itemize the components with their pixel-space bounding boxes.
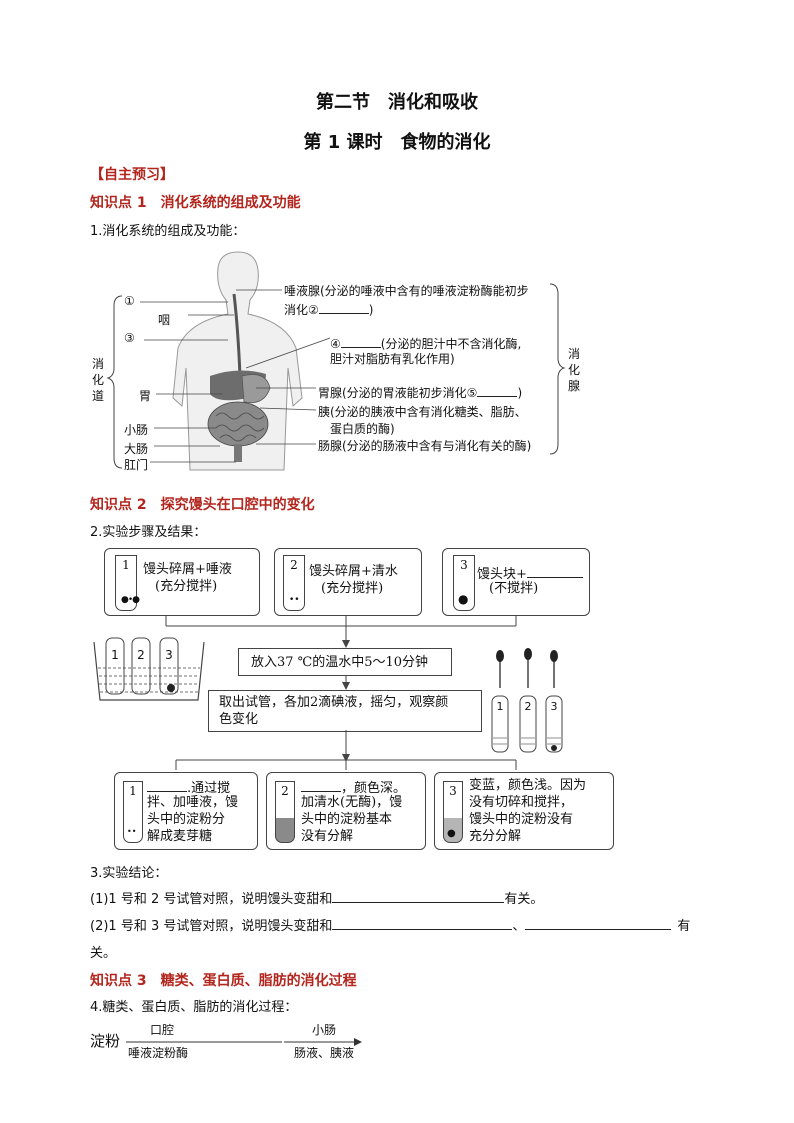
experiment-box-3: 3 ● 馒头块+ (不搅拌) — [442, 548, 590, 616]
result-tube-2: 2 — [275, 781, 295, 843]
step-water-bath: 放入37 ℃的温水中5～10分钟 — [238, 648, 452, 676]
label-salivary-line2: 消化②) — [284, 299, 373, 318]
label-digestive-tract: 消化道 — [92, 357, 105, 403]
iodine-droppers — [491, 648, 563, 753]
result-tube-1: 1 •• — [123, 781, 143, 843]
box-2-line1: 馒头碎屑+清水 — [309, 564, 398, 579]
kp1-question: 1.消化系统的组成及功能： — [90, 224, 246, 239]
result-box-3: 3 ● 变蓝，颜色浅。因为 没有切碎和搅拌， 馒头中的淀粉没有 充分分解 — [434, 772, 614, 850]
arrow1-top-label: 口腔 — [150, 1023, 175, 1037]
kp1-heading: 知识点 1 消化系统的组成及功能 — [90, 195, 301, 211]
test-tube-1: 1 ●•● — [115, 555, 140, 611]
section-tag: 【自主预习】 — [90, 167, 174, 183]
digestion-arrows — [126, 1038, 362, 1046]
arrow1-bottom-label: 唾液淀粉酶 — [128, 1046, 189, 1060]
test-tube-3: 3 ● — [453, 555, 475, 611]
label-salivary-line1: 唾液腺(分泌的唾液中含有的唾液淀粉酶能初步 — [284, 284, 529, 298]
kp2-heading: 知识点 2 探究馒头在口腔中的变化 — [90, 497, 315, 513]
lesson-subtitle: 第 1 课时 食物的消化 — [303, 132, 491, 153]
label-large-intestine: 大肠 — [124, 442, 149, 456]
box-1-line2: (充分搅拌) — [155, 579, 218, 594]
step-iodine: 取出试管，各加2滴碘液，摇匀，观察颜 色变化 — [208, 690, 482, 732]
small-tube-1: 1 — [496, 700, 504, 713]
digestive-system-diagram — [106, 251, 566, 471]
arrow2-bottom-label: 肠液、胰液 — [294, 1046, 355, 1060]
answer-blank-c2a[interactable] — [332, 915, 513, 930]
body-silhouette — [172, 251, 303, 471]
experiment-box-2: 2 •• 馒头碎屑+清水 (充分搅拌) — [274, 548, 422, 616]
label-gastric: 胃腺(分泌的胃液能初步消化⑤) — [318, 382, 522, 401]
beaker-tube-2: 2 — [137, 648, 145, 662]
conclusion-2: (2)1 号和 3 号试管对照，说明馒头变甜和、有 — [90, 915, 690, 934]
water-bath-beaker — [93, 637, 205, 701]
kp2-question: 2.实验步骤及结果： — [90, 525, 207, 540]
answer-blank-result1[interactable] — [147, 777, 187, 792]
beaker-tube-3: 3 — [165, 648, 173, 662]
result-box-2: 2 ，颜色深。 加清水(无酶)，馒 头中的淀粉基本 没有分解 — [266, 772, 426, 850]
answer-blank-5[interactable] — [477, 382, 518, 397]
small-tube-2: 2 — [524, 700, 532, 713]
label-liver-line1: ④(分泌的胆汁中不含消化酶, — [330, 333, 521, 352]
box-2-line2: (充分搅拌) — [321, 581, 384, 596]
answer-blank-c1[interactable] — [332, 888, 505, 903]
test-tube-2: 2 •• — [283, 555, 305, 611]
answer-blank-2[interactable] — [318, 299, 369, 314]
label-pancreas-line2: 蛋白质的酶) — [330, 422, 395, 436]
kp3-question: 4.糖类、蛋白质、脂肪的消化过程： — [90, 1000, 298, 1015]
conclusion-2-end: 关。 — [90, 946, 117, 961]
label-liver-line2: 胆汁对脂肪有乳化作用) — [330, 352, 455, 366]
answer-blank-c2b[interactable] — [525, 915, 672, 930]
label-blank-1: ① — [124, 294, 135, 308]
small-tube-3: 3 — [550, 700, 558, 713]
answer-blank-result2[interactable] — [301, 777, 341, 792]
label-pharynx: 咽 — [158, 313, 171, 327]
box-3-line2: (不搅拌) — [489, 581, 539, 596]
box-1-line1: 馒头碎屑+唾液 — [143, 562, 232, 577]
label-anus: 肛门 — [124, 458, 149, 472]
starch-label: 淀粉 — [90, 1032, 121, 1050]
label-digestive-gland: 消化腺 — [568, 347, 581, 393]
kp3-heading: 知识点 3 糖类、蛋白质、脂肪的消化过程 — [90, 973, 357, 989]
label-pancreas-line1: 胰(分泌的胰液中含有消化糖类、脂肪、 — [318, 405, 527, 419]
answer-blank-box3[interactable] — [526, 563, 583, 578]
beaker-tube-1: 1 — [111, 648, 119, 662]
result-box-1: 1 •• .通过搅 拌、加唾液，馒 头中的淀粉分 解成麦芽糖 — [114, 772, 258, 850]
experiment-box-1: 1 ●•● 馒头碎屑+唾液 (充分搅拌) — [104, 548, 260, 616]
answer-blank-4[interactable] — [340, 333, 381, 348]
box-3-line1: 馒头块+ — [477, 563, 583, 583]
esophagus-shape — [232, 293, 242, 377]
result-tube-3: 3 ● — [443, 781, 463, 843]
kp2-conclusion-title: 3.实验结论： — [90, 866, 168, 881]
label-intestinal-gland: 肠腺(分泌的肠液中含有与消化有关的酶) — [318, 439, 532, 453]
label-small-intestine: 小肠 — [124, 423, 149, 437]
label-stomach: 胃 — [139, 389, 152, 403]
arrow2-top-label: 小肠 — [312, 1023, 337, 1037]
page-title: 第二节 消化和吸收 — [316, 92, 478, 113]
label-blank-3: ③ — [124, 331, 135, 345]
conclusion-1: (1)1 号和 2 号试管对照，说明馒头变甜和有关。 — [90, 888, 543, 907]
